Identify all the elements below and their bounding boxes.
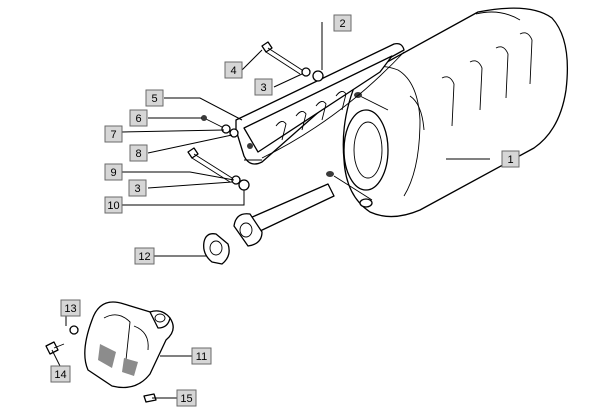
gasket-12: [203, 233, 230, 265]
svg-text:1: 1: [507, 154, 513, 166]
callout-3-lower: 3: [128, 179, 147, 197]
callout-6: 6: [129, 109, 148, 127]
svg-text:9: 9: [110, 167, 116, 179]
washer-3-top: [301, 67, 311, 77]
exhaust-pipe: [233, 183, 335, 247]
svg-text:13: 13: [64, 303, 76, 315]
svg-text:6: 6: [135, 113, 141, 125]
nut-10: [238, 179, 250, 191]
bracket-11: [84, 301, 174, 389]
callout-3-top: 3: [254, 78, 273, 96]
bolt-4-top: [261, 41, 303, 75]
callout-10: 10: [104, 196, 123, 214]
svg-text:14: 14: [54, 369, 66, 381]
nut-2-top: [312, 70, 324, 82]
svg-text:5: 5: [151, 93, 157, 105]
bolt-9: [187, 147, 233, 183]
muffler-body: [326, 7, 569, 218]
clip-15: [143, 393, 157, 403]
callout-11: 11: [191, 347, 212, 365]
svg-text:8: 8: [135, 148, 141, 160]
svg-text:3: 3: [134, 183, 140, 195]
svg-text:4: 4: [230, 65, 236, 77]
svg-text:2: 2: [339, 18, 345, 30]
washer-7: [221, 124, 231, 134]
bolt-6: [203, 117, 225, 129]
svg-text:10: 10: [107, 200, 119, 212]
nut-8: [229, 128, 239, 138]
svg-text:15: 15: [180, 393, 192, 405]
callout-13: 13: [60, 299, 81, 317]
svg-text:11: 11: [196, 351, 207, 363]
screw-14: [45, 341, 65, 355]
callout-14: 14: [50, 365, 71, 383]
leader-lines: [51, 22, 490, 399]
callout-2: 2: [333, 14, 352, 32]
callout-12: 12: [134, 247, 155, 265]
svg-text:3: 3: [260, 82, 266, 94]
heat-shield: [235, 42, 405, 165]
callout-7: 7: [104, 125, 123, 143]
callout-1: 1: [501, 150, 520, 168]
callout-8: 8: [129, 144, 148, 162]
svg-text:12: 12: [138, 251, 150, 263]
callout-5: 5: [145, 89, 164, 107]
callout-4: 4: [224, 61, 243, 79]
callout-15: 15: [176, 389, 197, 407]
svg-text:7: 7: [110, 129, 116, 141]
washer-13: [69, 325, 79, 335]
callout-9: 9: [104, 163, 123, 181]
